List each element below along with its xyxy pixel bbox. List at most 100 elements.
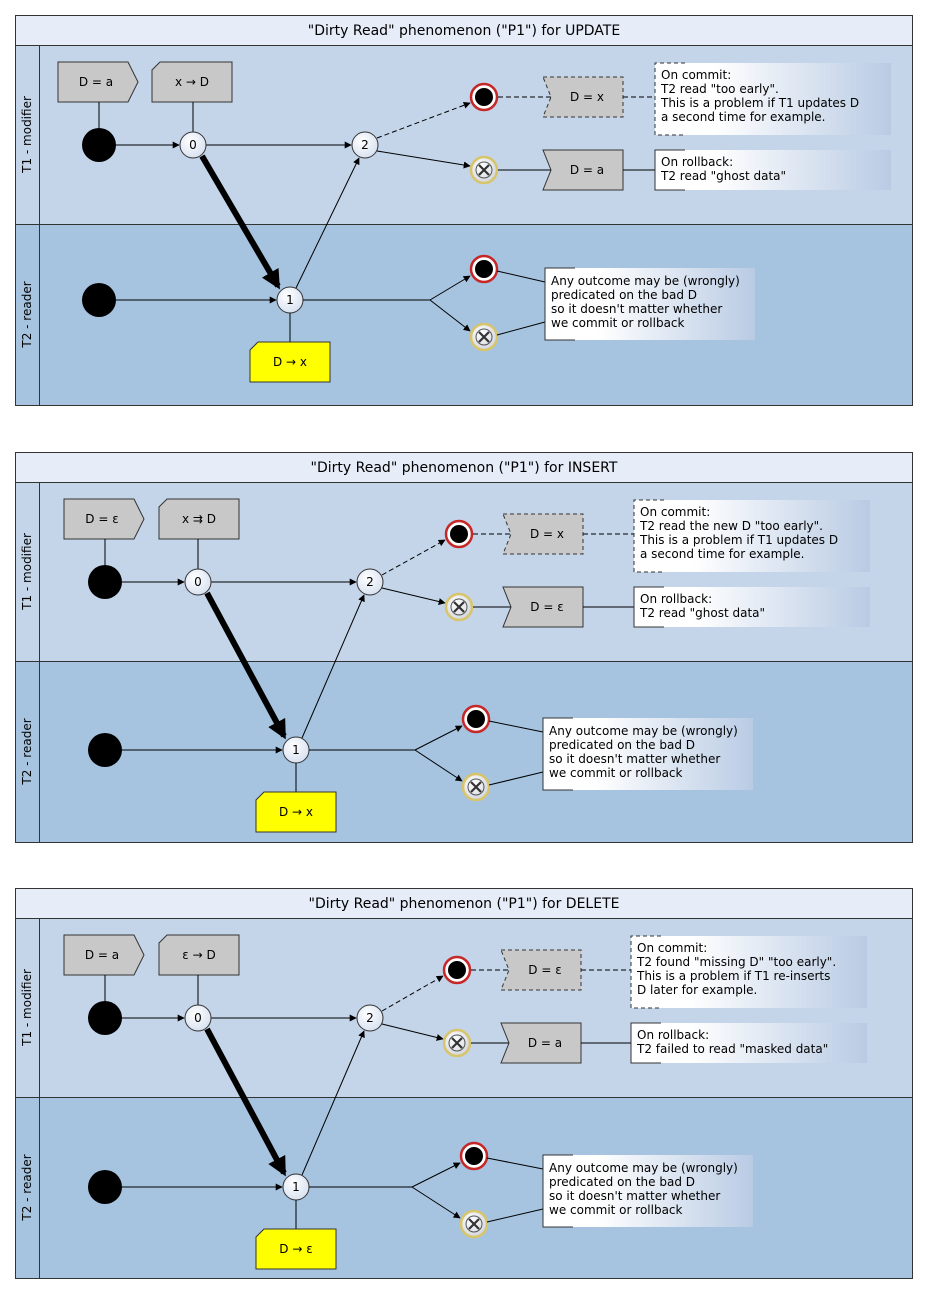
node-2	[351, 131, 379, 159]
start-node-t1	[82, 128, 116, 162]
node-0-label: 0	[189, 138, 197, 152]
node-2-label: 2	[361, 138, 369, 152]
reader-note-line: Any outcome may be (wrongly)	[551, 274, 740, 288]
node-1-label: 1	[292, 743, 300, 757]
node-0	[184, 1004, 212, 1032]
read-label-shape	[249, 341, 331, 383]
edge-2-commit	[381, 975, 444, 1012]
commit-note-line: On commit:	[637, 941, 707, 955]
state-label: D = a	[79, 75, 113, 89]
commit-note-bracket	[654, 62, 685, 136]
rollback-note-bracket	[654, 149, 685, 191]
lane-t2-label: T2 - reader	[20, 718, 34, 785]
rollback-state-label: D = a	[528, 1036, 562, 1050]
rollback-state-shape	[500, 1022, 582, 1064]
rollback-cancel-ring	[475, 161, 493, 179]
reader-note-line: predicated on the bad D	[549, 1175, 695, 1189]
read-label: D → x	[279, 805, 313, 819]
rollback-cancel-x	[478, 164, 490, 176]
commit-note-line: On commit:	[640, 505, 710, 519]
rollback-note-line: T2 failed to read "masked data"	[636, 1042, 828, 1056]
reader-note-bracket	[542, 1154, 573, 1228]
write-label-shape	[151, 61, 233, 103]
edge-0-1-thick	[204, 591, 287, 740]
node-2-label: 2	[366, 575, 374, 589]
edge-branch-rollback	[429, 299, 471, 332]
commit-note-box	[655, 63, 891, 135]
write-label-shape	[158, 498, 240, 540]
commit-note-bracket	[630, 935, 661, 1009]
reader-note-line: we commit or rollback	[551, 316, 685, 330]
lane-t1-label: T1 - modifier	[20, 533, 34, 611]
write-label: x → D	[175, 75, 209, 89]
commit-note-line: T2 found "missing D" "too early".	[636, 955, 836, 969]
rollback-note-line: T2 read "ghost data"	[639, 606, 765, 620]
reader-rollback-cancel-ring	[467, 778, 485, 796]
start-node-t2	[88, 733, 122, 767]
state-label: D = a	[85, 948, 119, 962]
diagram-title: "Dirty Read" phenomenon ("P1") for INSER…	[311, 460, 618, 476]
write-label: x ⇉ D	[182, 512, 216, 526]
rollback-state-shape	[542, 149, 624, 191]
rollback-note-line: On rollback:	[637, 1028, 709, 1042]
write-label: ε → D	[182, 948, 215, 962]
reader-note-line: Any outcome may be (wrongly)	[549, 724, 738, 738]
reader-commit-end-dot	[475, 260, 493, 278]
reader-note-box	[543, 718, 753, 790]
commit-note-box	[634, 500, 870, 572]
reader-note-bracket	[544, 267, 575, 341]
state-label-shape	[63, 934, 145, 976]
edge-1-2	[301, 594, 365, 739]
start-node-t1	[88, 1001, 122, 1035]
edge-2-commit	[381, 539, 446, 576]
edge-0-1-thick	[199, 154, 281, 290]
reader-rollback-cancel-ring	[465, 1215, 483, 1233]
diagram-title: "Dirty Read" phenomenon ("P1") for DELET…	[309, 896, 620, 912]
lane-t2-label: T2 - reader	[20, 281, 34, 348]
title-bar	[15, 15, 913, 46]
read-label: D → ε	[279, 1242, 312, 1256]
node-0	[184, 568, 212, 596]
rollback-cancel-ring	[448, 1034, 466, 1052]
lane-t1-label: T1 - modifier	[20, 96, 34, 174]
reader-note-line: Any outcome may be (wrongly)	[549, 1161, 738, 1175]
commit-note-line: a second time for example.	[661, 110, 825, 124]
node-1-label: 1	[292, 1180, 300, 1194]
rollback-cancel-ring	[450, 598, 468, 616]
commit-note-bracket	[633, 499, 664, 573]
edge-2-rollback	[381, 587, 446, 605]
commit-note-line: On commit:	[661, 68, 731, 82]
node-0	[179, 131, 207, 159]
lane-t2	[15, 1097, 913, 1279]
commit-note-line: This is a problem if T1 re-inserts	[636, 969, 830, 983]
commit-note-line: T2 read "too early".	[660, 82, 779, 96]
start-node-t2	[82, 283, 116, 317]
commit-note-line: T2 read the new D "too early".	[639, 519, 823, 533]
reader-note-box	[543, 1155, 753, 1227]
rollback-state-label: D = a	[570, 163, 604, 177]
diagram-2: "Dirty Read" phenomenon ("P1") for INSER…	[15, 452, 913, 843]
commit-note-line: a second time for example.	[640, 547, 804, 561]
rollback-note-line: T2 read "ghost data"	[660, 169, 786, 183]
reader-note-line: we commit or rollback	[549, 1203, 683, 1217]
rollback-note-box	[634, 587, 870, 627]
rollback-note-box	[655, 150, 891, 190]
lane-t2	[15, 224, 913, 406]
commit-end-dot	[448, 961, 466, 979]
reader-note-bracket	[542, 717, 573, 791]
node-2	[356, 1004, 384, 1032]
edge-branch-commit	[411, 1162, 461, 1188]
commit-note-line: This is a problem if T1 updates D	[639, 533, 838, 547]
edge-reader-commit-note	[486, 1157, 544, 1170]
edge-reader-commit-note	[488, 720, 544, 733]
edge-reader-rollback-note	[496, 321, 546, 336]
edge-2-commit	[376, 101, 471, 139]
reader-commit-end-dot	[465, 1147, 483, 1165]
commit-state-label: D = ε	[528, 963, 561, 977]
edge-branch-rollback	[411, 1186, 461, 1219]
edge-branch-rollback	[414, 749, 463, 782]
write-label-shape	[158, 934, 240, 976]
reader-rollback-cancel-ring	[475, 328, 493, 346]
state-label-shape	[57, 61, 139, 103]
rollback-state-label: D = ε	[530, 600, 563, 614]
